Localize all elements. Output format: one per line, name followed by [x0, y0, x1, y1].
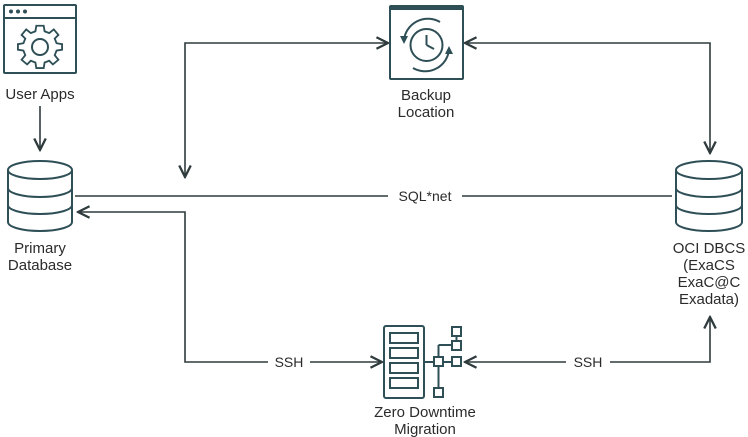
- edge-backup-oci: [465, 43, 710, 153]
- oci-dbcs-label-line4: Exadata): [679, 291, 739, 308]
- backup-label-line1: Backup: [401, 87, 451, 104]
- primary-db-label-line1: Primary: [14, 240, 66, 257]
- oci-dbcs-label-line3: ExaC@C: [678, 274, 741, 291]
- database-icon: [7, 160, 73, 232]
- oci-dbcs-label-line1: OCI DBCS: [673, 240, 746, 257]
- ssh-right-label: SSH: [574, 354, 603, 370]
- user-apps-label: User Apps: [5, 86, 74, 103]
- backup-clock-icon: [389, 5, 464, 80]
- connectors: [40, 43, 710, 362]
- backup-label-line2: Location: [398, 104, 455, 121]
- app-window-gear-icon: [3, 4, 77, 74]
- primary-db-label-line2: Database: [8, 257, 72, 274]
- edge-primary-backup: [185, 43, 388, 177]
- ssh-left-label: SSH: [275, 354, 304, 370]
- sqlnet-label: SQL*net: [399, 188, 452, 204]
- edge-ssh-right-to-oci: [610, 317, 710, 363]
- oci-dbcs-label-line2: (ExaCS: [683, 257, 735, 274]
- edge-primary-ssh-left: [78, 212, 268, 363]
- server-flow-icon: [383, 325, 462, 399]
- zdm-label-line1: Zero Downtime: [374, 404, 476, 421]
- zdm-label-line2: Migration: [394, 421, 456, 437]
- database-icon: [675, 160, 743, 232]
